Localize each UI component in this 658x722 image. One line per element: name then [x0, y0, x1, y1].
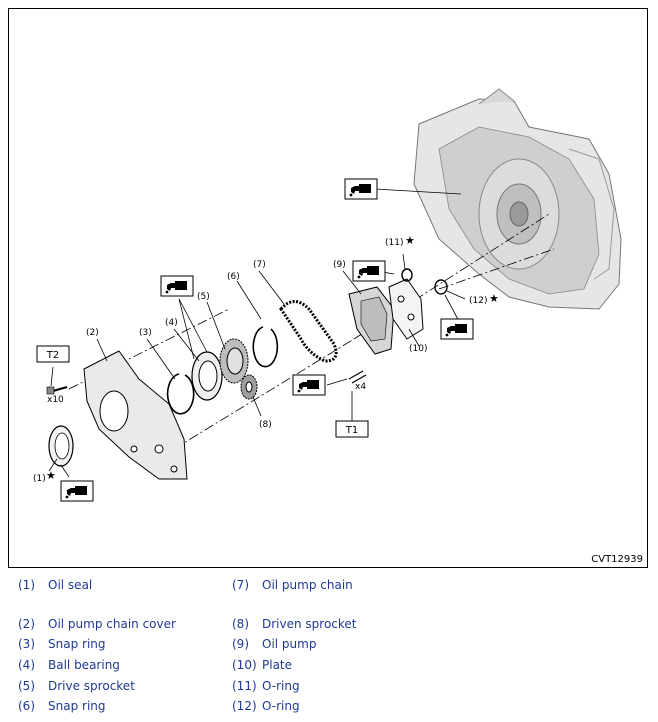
- leader-lines: [48, 188, 466, 478]
- legend-item: (2)Oil pump chain cover: [18, 617, 176, 631]
- o-ring-part-2: [434, 279, 448, 295]
- o-ring-part: [401, 268, 413, 282]
- drive-sprocket-part: [219, 338, 249, 384]
- parts-legend: (1)Oil seal (2)Oil pump chain cover (3)S…: [0, 570, 658, 720]
- quantity-x10: x10: [47, 395, 64, 405]
- t2-torque-box: T2: [36, 345, 70, 363]
- label-2: (2): [86, 328, 99, 338]
- legend-item: (12)O-ring: [232, 699, 300, 713]
- oil-pump-chain-part: [279, 300, 338, 363]
- oil-pump-part: [348, 286, 395, 355]
- legend-item: (6)Snap ring: [18, 699, 106, 713]
- legend-item: (8)Driven sprocket: [232, 617, 357, 631]
- svg-text:T2: T2: [46, 350, 59, 361]
- star-11: ★: [405, 234, 415, 247]
- label-6: (6): [227, 272, 240, 282]
- driven-sprocket-part: [240, 374, 258, 400]
- label-11: (11): [385, 238, 403, 248]
- oil-seal-part: [48, 425, 74, 467]
- star-12: ★: [489, 292, 499, 305]
- label-8: (8): [259, 420, 272, 430]
- legend-item: (5)Drive sprocket: [18, 679, 135, 693]
- quantity-x4: x4: [355, 382, 366, 392]
- label-3: (3): [139, 328, 152, 338]
- exploded-view-diagram: T2 T1 x10 x4 (1) ★ (2) (3) (4) (5) (6) (…: [33, 88, 622, 502]
- star-1: ★: [46, 469, 56, 482]
- oil-can-icon: [160, 275, 194, 297]
- figure-code: CVT12939: [591, 554, 643, 565]
- label-5: (5): [197, 292, 210, 302]
- label-7: (7): [253, 260, 266, 270]
- diagram-frame: T2 T1 x10 x4 (1) ★ (2) (3) (4) (5) (6) (…: [8, 8, 648, 568]
- snap-ring-part: [166, 373, 195, 415]
- legend-item: (9)Oil pump: [232, 637, 317, 651]
- transmission-case: [413, 88, 622, 310]
- oil-can-icon: [440, 318, 474, 340]
- legend-item: (3)Snap ring: [18, 637, 106, 651]
- t1-torque-box: T1: [335, 420, 369, 438]
- legend-item: (1)Oil seal: [18, 578, 93, 592]
- legend-item: (4)Ball bearing: [18, 658, 120, 672]
- label-4: (4): [165, 318, 178, 328]
- oil-can-icon: [60, 480, 94, 502]
- legend-item: (7)Oil pump chain: [232, 578, 353, 592]
- label-10: (10): [409, 344, 427, 354]
- plate-part: [388, 278, 424, 340]
- ball-bearing-part: [191, 351, 223, 401]
- svg-text:T1: T1: [345, 425, 358, 436]
- label-12: (12): [469, 296, 487, 306]
- pump-bolts: [348, 370, 367, 384]
- oil-can-icon: [352, 260, 386, 282]
- oil-can-icon: [292, 374, 326, 396]
- snap-ring-part-2: [252, 326, 279, 368]
- label-9: (9): [333, 260, 346, 270]
- oil-can-icon: [344, 178, 378, 200]
- legend-item: (10)Plate: [232, 658, 293, 672]
- legend-item: (11)O-ring: [232, 679, 300, 693]
- label-1: (1): [33, 474, 46, 484]
- cover-bolt: [46, 386, 68, 395]
- chain-cover-part: [83, 350, 188, 480]
